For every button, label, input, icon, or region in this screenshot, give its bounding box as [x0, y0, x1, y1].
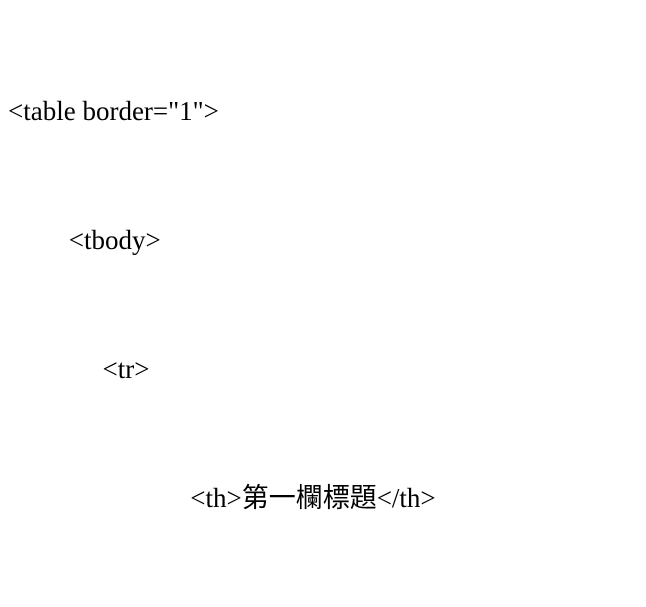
code-line: <th>第一欄標題</th> — [8, 483, 436, 513]
code-line: <tr> — [8, 354, 150, 384]
code-line: <table border="1"> — [8, 96, 219, 126]
code-block: <table border="1"> <tbody> <tr> <th>第一欄標… — [8, 4, 646, 607]
code-line: <tbody> — [8, 225, 161, 255]
